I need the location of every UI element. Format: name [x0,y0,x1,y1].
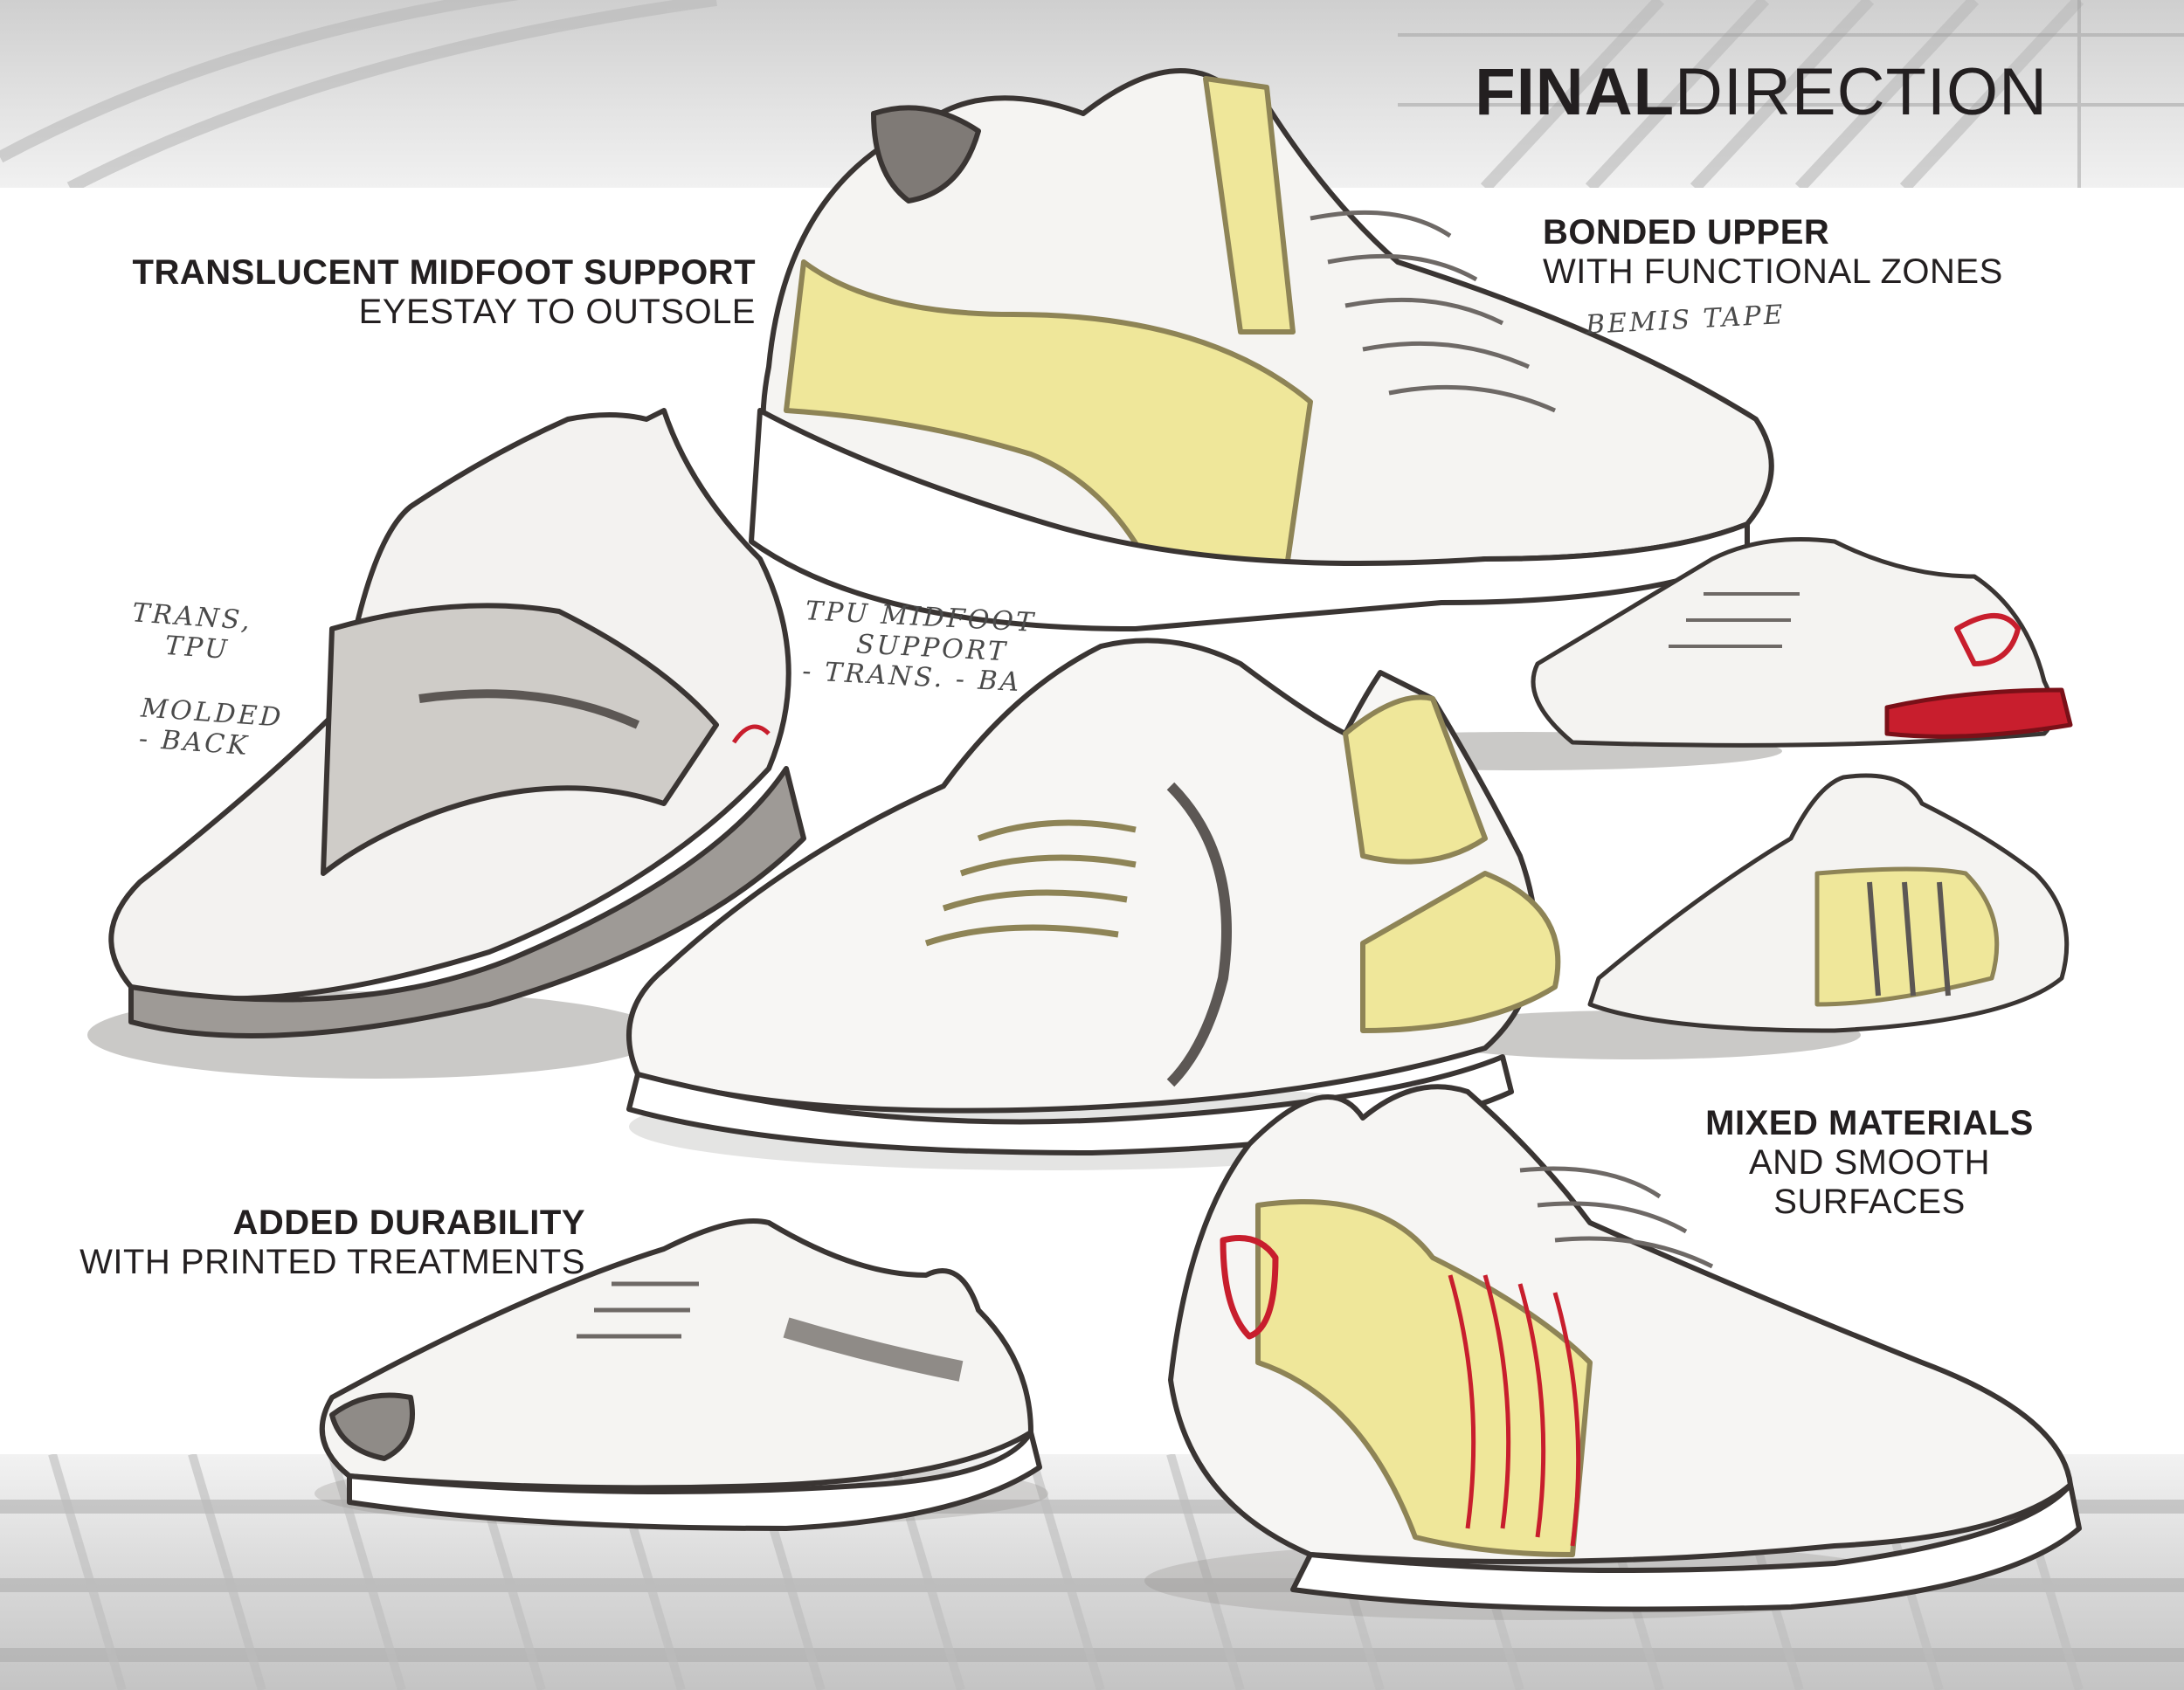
callout-bonded-sub: WITH FUNCTIONAL ZONES [1543,252,2003,291]
note-trans-tpu: TRANS, TPU [129,597,253,666]
callout-durability-heading: ADDED DURABILITY [232,1204,585,1242]
callout-mixed-sub1: AND SMOOTH [1748,1142,1991,1182]
callout-mixed-heading: MIXED MATERIALS [1705,1104,2034,1142]
sketch-shoe-top [749,68,1774,631]
sketch-shoe-yellow [1587,773,2070,1033]
callout-translucent-midfoot: TRANSLUCENT MIDFOOT SUPPORT EYESTAY TO O… [133,253,756,332]
callout-added-durability: ADDED DURABILITY WITH PRINTED TREATMENTS [79,1204,585,1282]
callout-mixed-sub2: SURFACES [1773,1182,1966,1221]
callout-mixed-materials: MIXED MATERIALS AND SMOOTH SURFACES [1695,1104,2044,1221]
page-title: FINALDIRECTION [1475,54,2048,130]
sketch-shoe-left [108,408,806,1038]
callout-durability-sub: WITH PRINTED TREATMENTS [79,1242,585,1281]
sketch-shoe-red [1531,537,2073,748]
callout-bonded-heading: BONDED UPPER [1543,213,1830,252]
note-molded-back: MOLDED - BACK [138,693,285,763]
sketch-shoe-bottom-right [1168,1084,2082,1612]
note-tpu-midfoot: TPU MIDFOOT SUPPORT - TRANS. - BA [801,596,1036,699]
page-title-regular: DIRECTION [1675,55,2048,129]
sketch-shoe-bottom-left [319,1218,1042,1531]
page-title-bold: FINAL [1475,55,1675,129]
callout-translucent-sub: EYESTAY TO OUTSOLE [358,292,756,331]
callout-bonded-upper: BONDED UPPER WITH FUNCTIONAL ZONES [1543,213,2003,292]
callout-translucent-heading: TRANSLUCENT MIDFOOT SUPPORT [132,253,756,292]
